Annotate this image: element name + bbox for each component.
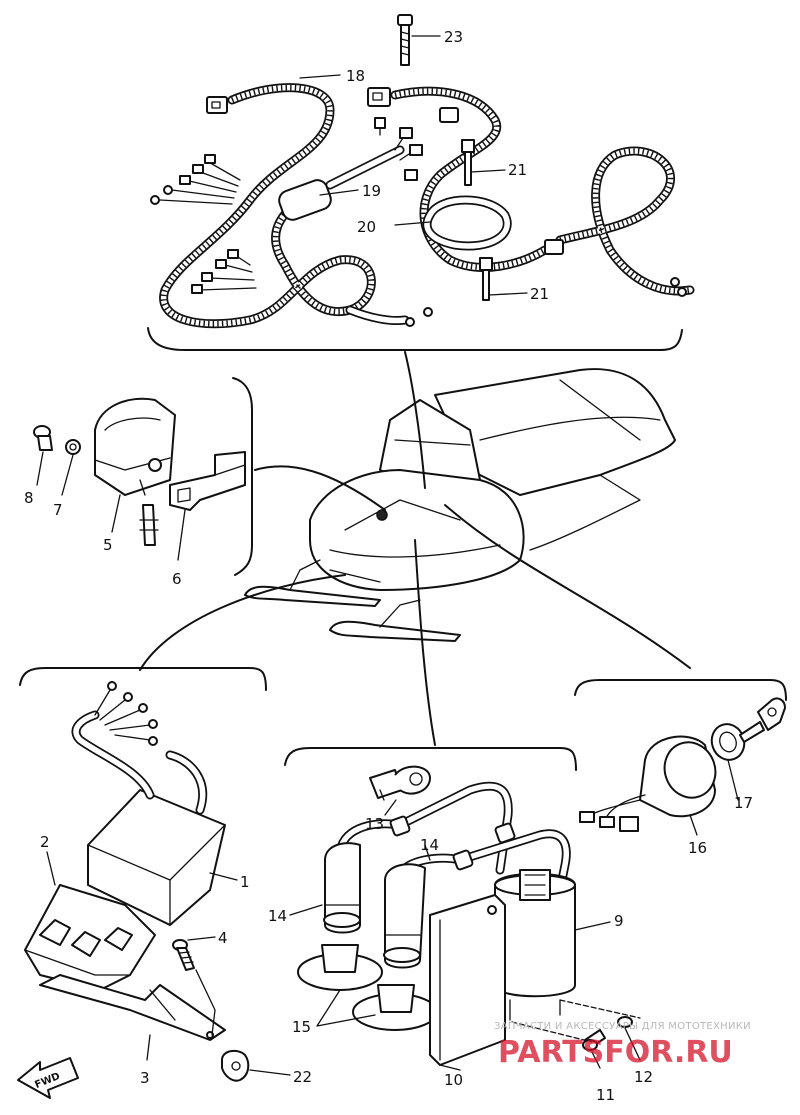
bolt-4 xyxy=(172,939,195,971)
callout-3: 3 xyxy=(140,1069,150,1087)
callout-15: 15 xyxy=(292,1018,311,1036)
group-bracket-harness xyxy=(147,327,683,351)
connector-top xyxy=(367,87,391,107)
callout-9: 9 xyxy=(614,912,624,930)
bolt-11 xyxy=(582,1029,606,1051)
clamp-22 xyxy=(221,1049,250,1082)
spark-plug-13 xyxy=(369,765,431,801)
connector-left xyxy=(206,96,228,114)
key-17 xyxy=(739,697,786,743)
cdi-bracket-3 xyxy=(39,974,226,1041)
callout-16: 16 xyxy=(688,839,707,857)
plug-cap-14b xyxy=(383,863,426,969)
main-switch-group xyxy=(574,679,787,836)
plug-cover-15b xyxy=(352,984,438,1031)
callout-19: 19 xyxy=(362,182,381,200)
rectifier-regulator-5 xyxy=(94,397,176,546)
forward-direction-arrow: FWD xyxy=(17,1057,79,1099)
watermark-caption: ЗАПЧАСТИ И АКСЕССУАРЫ ДЛЯ МОТОТЕХНИКИ xyxy=(494,1021,751,1032)
callout-21b: 21 xyxy=(530,285,549,303)
bezel-nut xyxy=(710,723,746,761)
ignition-coil-group xyxy=(284,747,641,1071)
group-bracket-cdi xyxy=(19,667,267,691)
plug-cluster-center xyxy=(374,117,423,181)
nut-12 xyxy=(617,1016,633,1028)
callout-12: 12 xyxy=(634,1068,653,1086)
wire-lead-20 xyxy=(422,195,512,251)
bracket-6 xyxy=(169,451,246,511)
callout-6: 6 xyxy=(172,570,182,588)
group-bracket-switch xyxy=(574,679,787,701)
callout-23: 23 xyxy=(444,28,463,46)
callout-11: 11 xyxy=(596,1086,615,1104)
callout-4: 4 xyxy=(218,929,228,947)
terminal-ends xyxy=(405,277,687,327)
callout-20: 20 xyxy=(357,218,376,236)
ignition-coil-9 xyxy=(494,869,576,1021)
regulator-group xyxy=(33,377,253,576)
snowmobile-illustration xyxy=(244,368,676,642)
cdi-unit-1 xyxy=(71,681,226,926)
watermark: ЗАПЧАСТИ И АКСЕССУАРЫ ДЛЯ МОТОТЕХНИКИ PA… xyxy=(494,1021,751,1070)
connector-leaders xyxy=(139,351,691,746)
cable-clip-23 xyxy=(397,14,413,66)
protective-tube-19 xyxy=(278,179,332,221)
callout-21a: 21 xyxy=(508,161,527,179)
callout-labels: 1 2 3 4 5 6 7 8 9 10 11 12 13 14 14 15 1… xyxy=(24,28,753,1104)
callout-2: 2 xyxy=(40,833,50,851)
connector-right xyxy=(544,239,564,255)
callout-13: 13 xyxy=(365,815,384,833)
callout-5: 5 xyxy=(103,536,113,554)
plug-cap-14a xyxy=(323,842,361,934)
wire-harness-group xyxy=(147,14,695,351)
callout-18: 18 xyxy=(346,67,365,85)
callout-1: 1 xyxy=(240,873,250,891)
callout-14b: 14 xyxy=(420,836,439,854)
group-bracket-coil xyxy=(284,747,577,771)
cable-band-21b xyxy=(479,257,493,301)
plug-cluster-lower xyxy=(191,249,257,294)
plug-cluster-left xyxy=(150,154,241,205)
callout-7: 7 xyxy=(53,501,63,519)
wire-lead-right xyxy=(555,146,695,296)
coil-bracket-10 xyxy=(429,894,506,1066)
callout-17: 17 xyxy=(734,794,753,812)
watermark-brand: PARTSFOR.RU xyxy=(498,1035,733,1070)
callout-22: 22 xyxy=(293,1068,312,1086)
cable-band-21a xyxy=(461,139,475,186)
callout-8: 8 xyxy=(24,489,34,507)
callout-10: 10 xyxy=(444,1071,463,1089)
connector-mid xyxy=(439,107,459,123)
callout-14a: 14 xyxy=(268,907,287,925)
washer-7 xyxy=(65,439,81,455)
main-switch-16 xyxy=(579,735,717,832)
cdi-group: FWD xyxy=(17,667,291,1099)
group-bracket-regulator xyxy=(232,377,253,576)
cdi-cover-2 xyxy=(24,884,156,991)
plug-cover-15a xyxy=(297,944,383,991)
bolt-8 xyxy=(33,425,53,451)
